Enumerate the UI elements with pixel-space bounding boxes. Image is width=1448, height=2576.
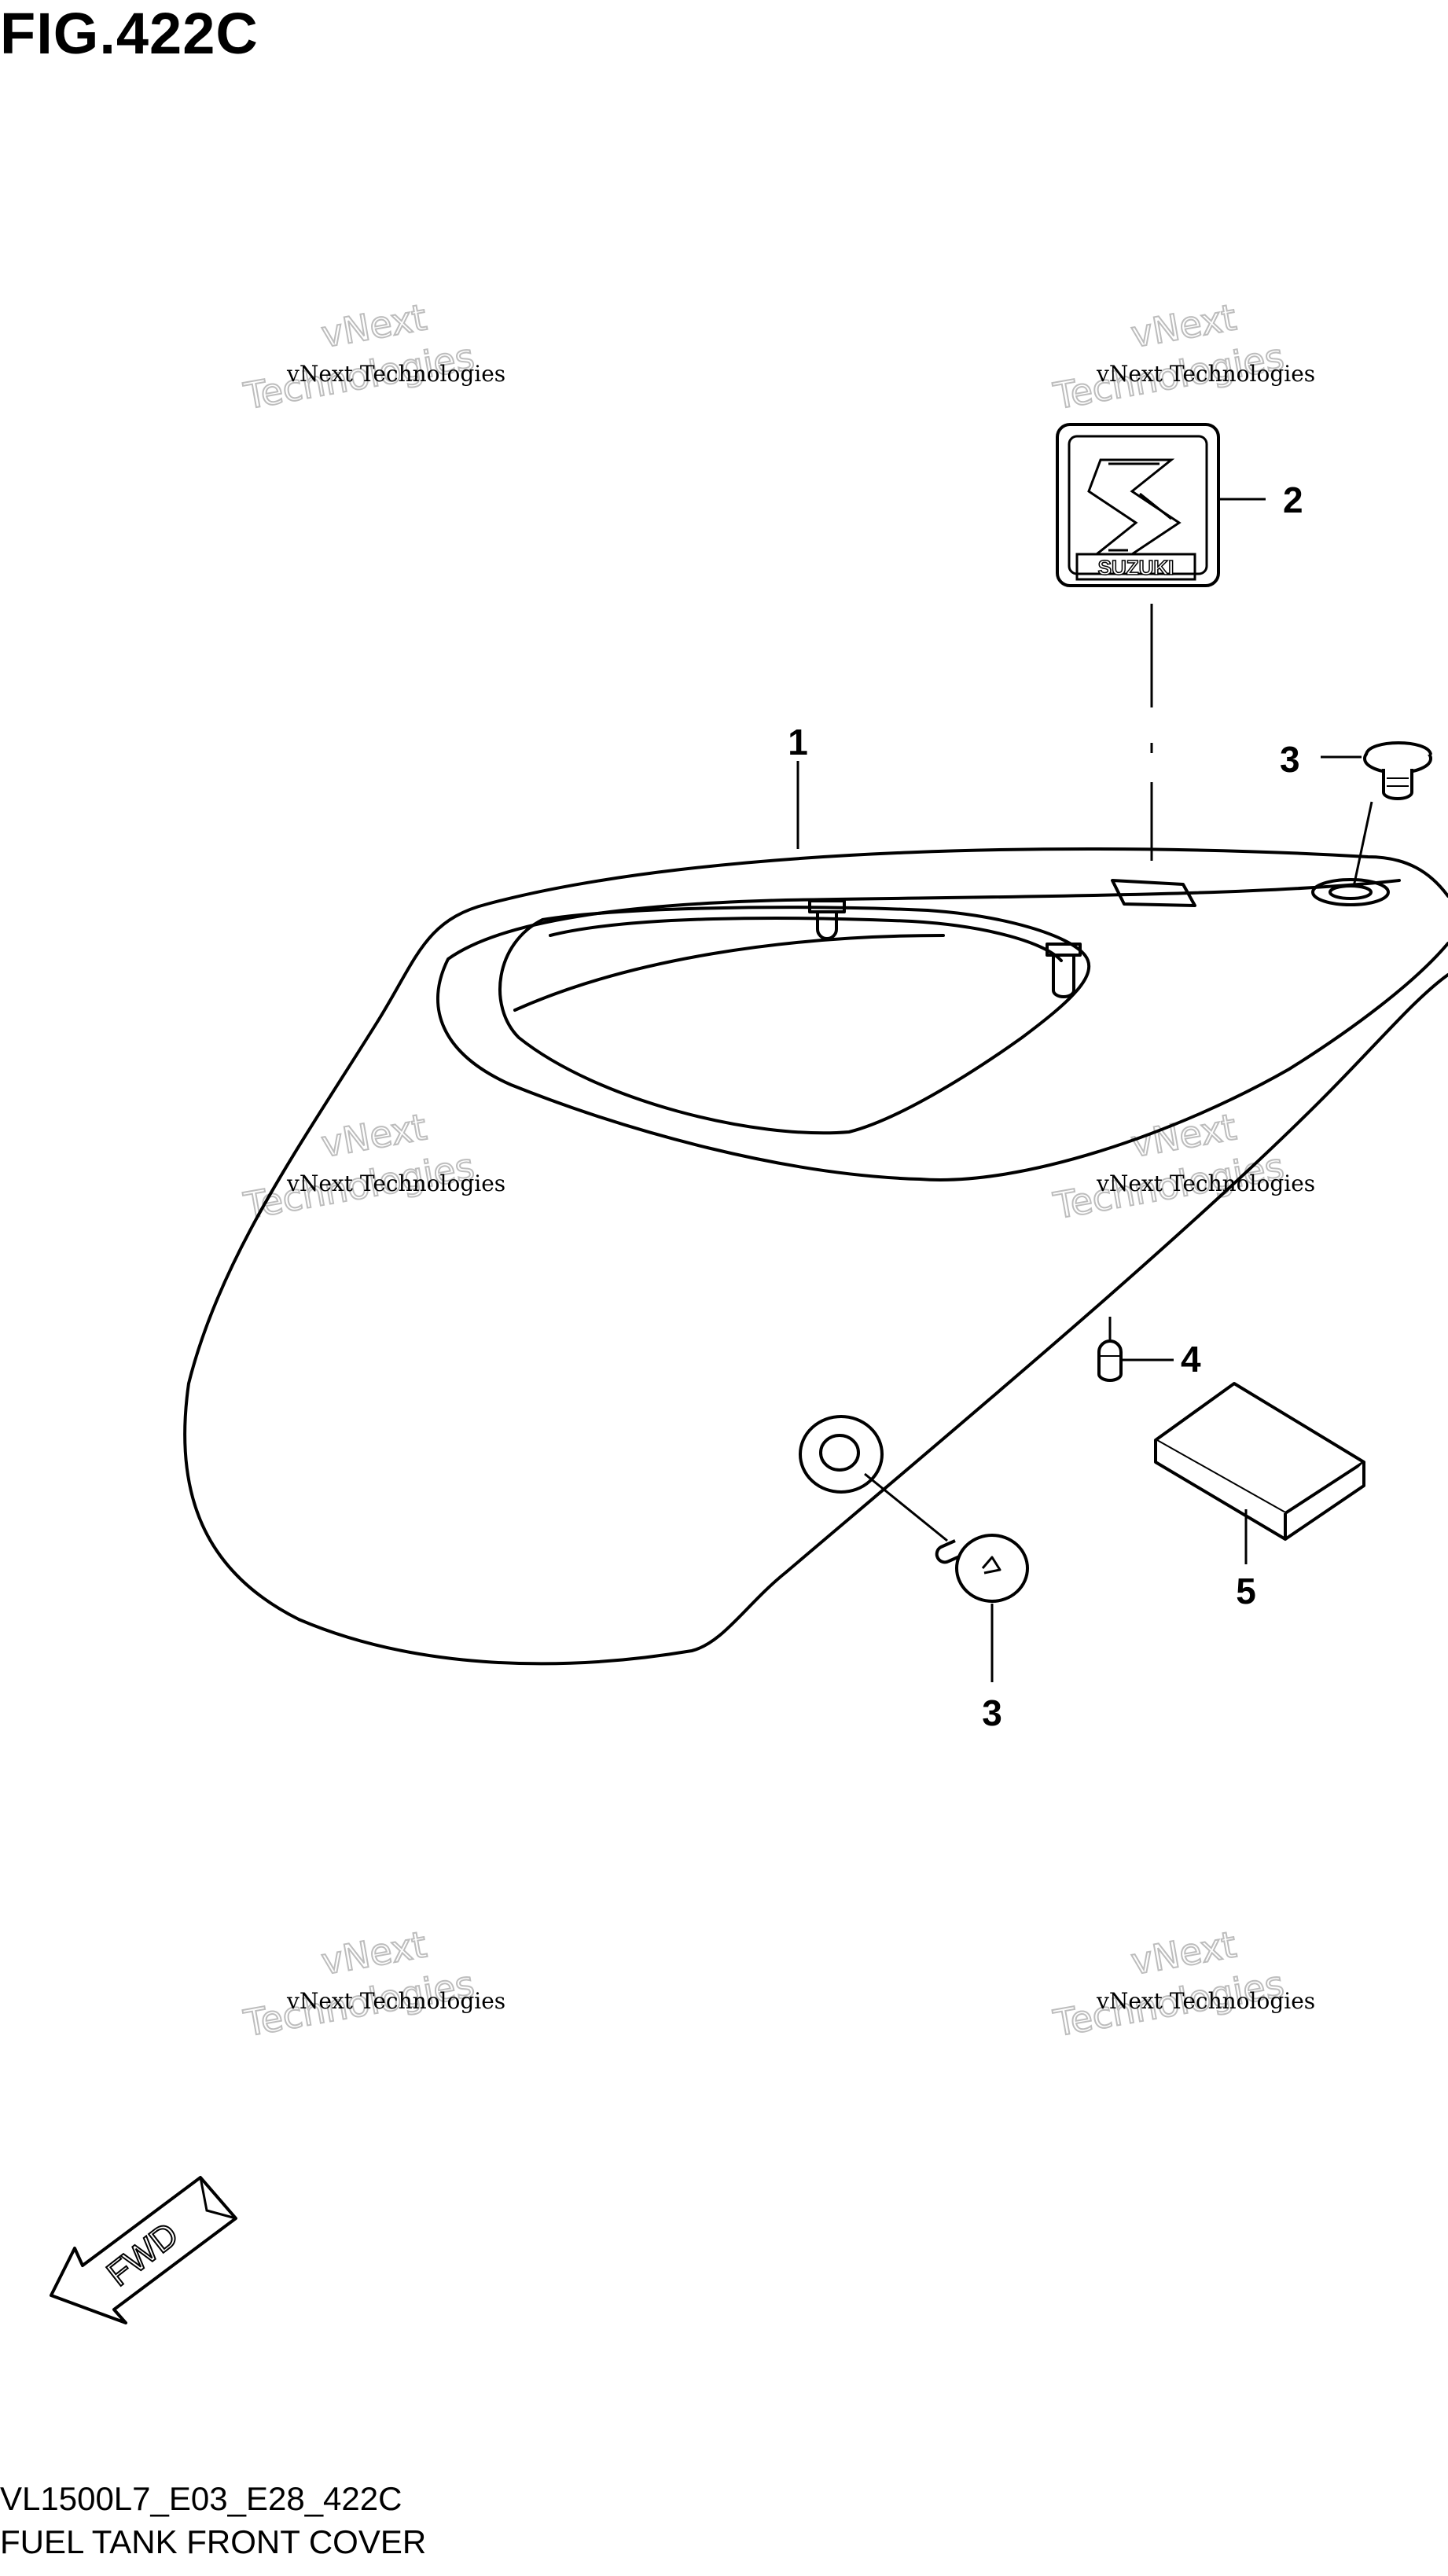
fasteners	[935, 741, 1432, 1603]
watermark-top-right: vNext Technologies vNext Technologies	[1049, 295, 1315, 418]
svg-text:vNext Technologies: vNext Technologies	[1096, 361, 1315, 387]
svg-text:vNext Technologies: vNext Technologies	[286, 1988, 505, 2014]
inner-bolt-right	[1046, 943, 1082, 998]
callout-2: 2	[1283, 480, 1303, 520]
cover-window-floor	[513, 934, 945, 1012]
figure-title: FIG.422C	[0, 1, 259, 66]
emblem-recess	[1111, 879, 1196, 907]
bolt-hole-upper	[1311, 878, 1390, 906]
callout-1: 1	[788, 722, 808, 763]
watermark-bottom-right: vNext Technologies vNext Technologies	[1049, 1922, 1315, 2045]
suzuki-emblem: SUZUKI	[1056, 423, 1220, 587]
inner-bolt-left	[808, 899, 846, 940]
clip-nut	[1097, 1339, 1123, 1382]
leader-lines	[796, 498, 1373, 1682]
callout-labels: 1 2 3 3 4 5	[788, 480, 1303, 1733]
watermark-mid-right: vNext Technologies vNext Technologies	[1049, 1104, 1315, 1228]
watermark-mid-left: vNext Technologies vNext Technologies	[240, 1104, 505, 1228]
cover-rim	[436, 879, 1448, 1181]
svg-text:vNext Technologies: vNext Technologies	[286, 1170, 505, 1196]
grommet-side	[799, 1415, 884, 1494]
cushion-pad	[1154, 1382, 1365, 1541]
bolt-hole-upper-inner	[1329, 884, 1373, 900]
callout-5: 5	[1236, 1571, 1256, 1611]
screw-upper	[1363, 741, 1432, 800]
watermark-group: vNext Technologies vNext Technologies vN…	[240, 295, 1315, 2045]
watermark-bottom-left: vNext Technologies vNext Technologies	[240, 1922, 505, 2045]
svg-text:vNext Technologies: vNext Technologies	[286, 361, 505, 387]
watermark-top-left: vNext Technologies vNext Technologies	[240, 295, 505, 418]
emblem-text: SUZUKI	[1098, 556, 1174, 579]
svg-text:vNext Technologies: vNext Technologies	[1096, 1988, 1315, 2014]
figure-name: FUEL TANK FRONT COVER	[0, 2523, 427, 2560]
svg-text:vNext Technologies: vNext Technologies	[1096, 1170, 1315, 1196]
grommet-side-inner	[819, 1434, 860, 1472]
figure-code: VL1500L7_E03_E28_422C	[0, 2480, 402, 2517]
cover-window-inner-edge	[549, 917, 1063, 962]
callout-3-upper: 3	[1280, 739, 1300, 780]
fuel-tank-front-cover	[183, 847, 1448, 1666]
screw-lower	[935, 1534, 1029, 1603]
suzuki-s-logo-icon	[1087, 458, 1182, 556]
forward-arrow-icon: FWD	[50, 2176, 237, 2324]
callout-4: 4	[1181, 1339, 1201, 1380]
callout-3-lower: 3	[982, 1692, 1002, 1733]
cover-outline	[183, 847, 1448, 1666]
cover-window	[498, 906, 1091, 1135]
